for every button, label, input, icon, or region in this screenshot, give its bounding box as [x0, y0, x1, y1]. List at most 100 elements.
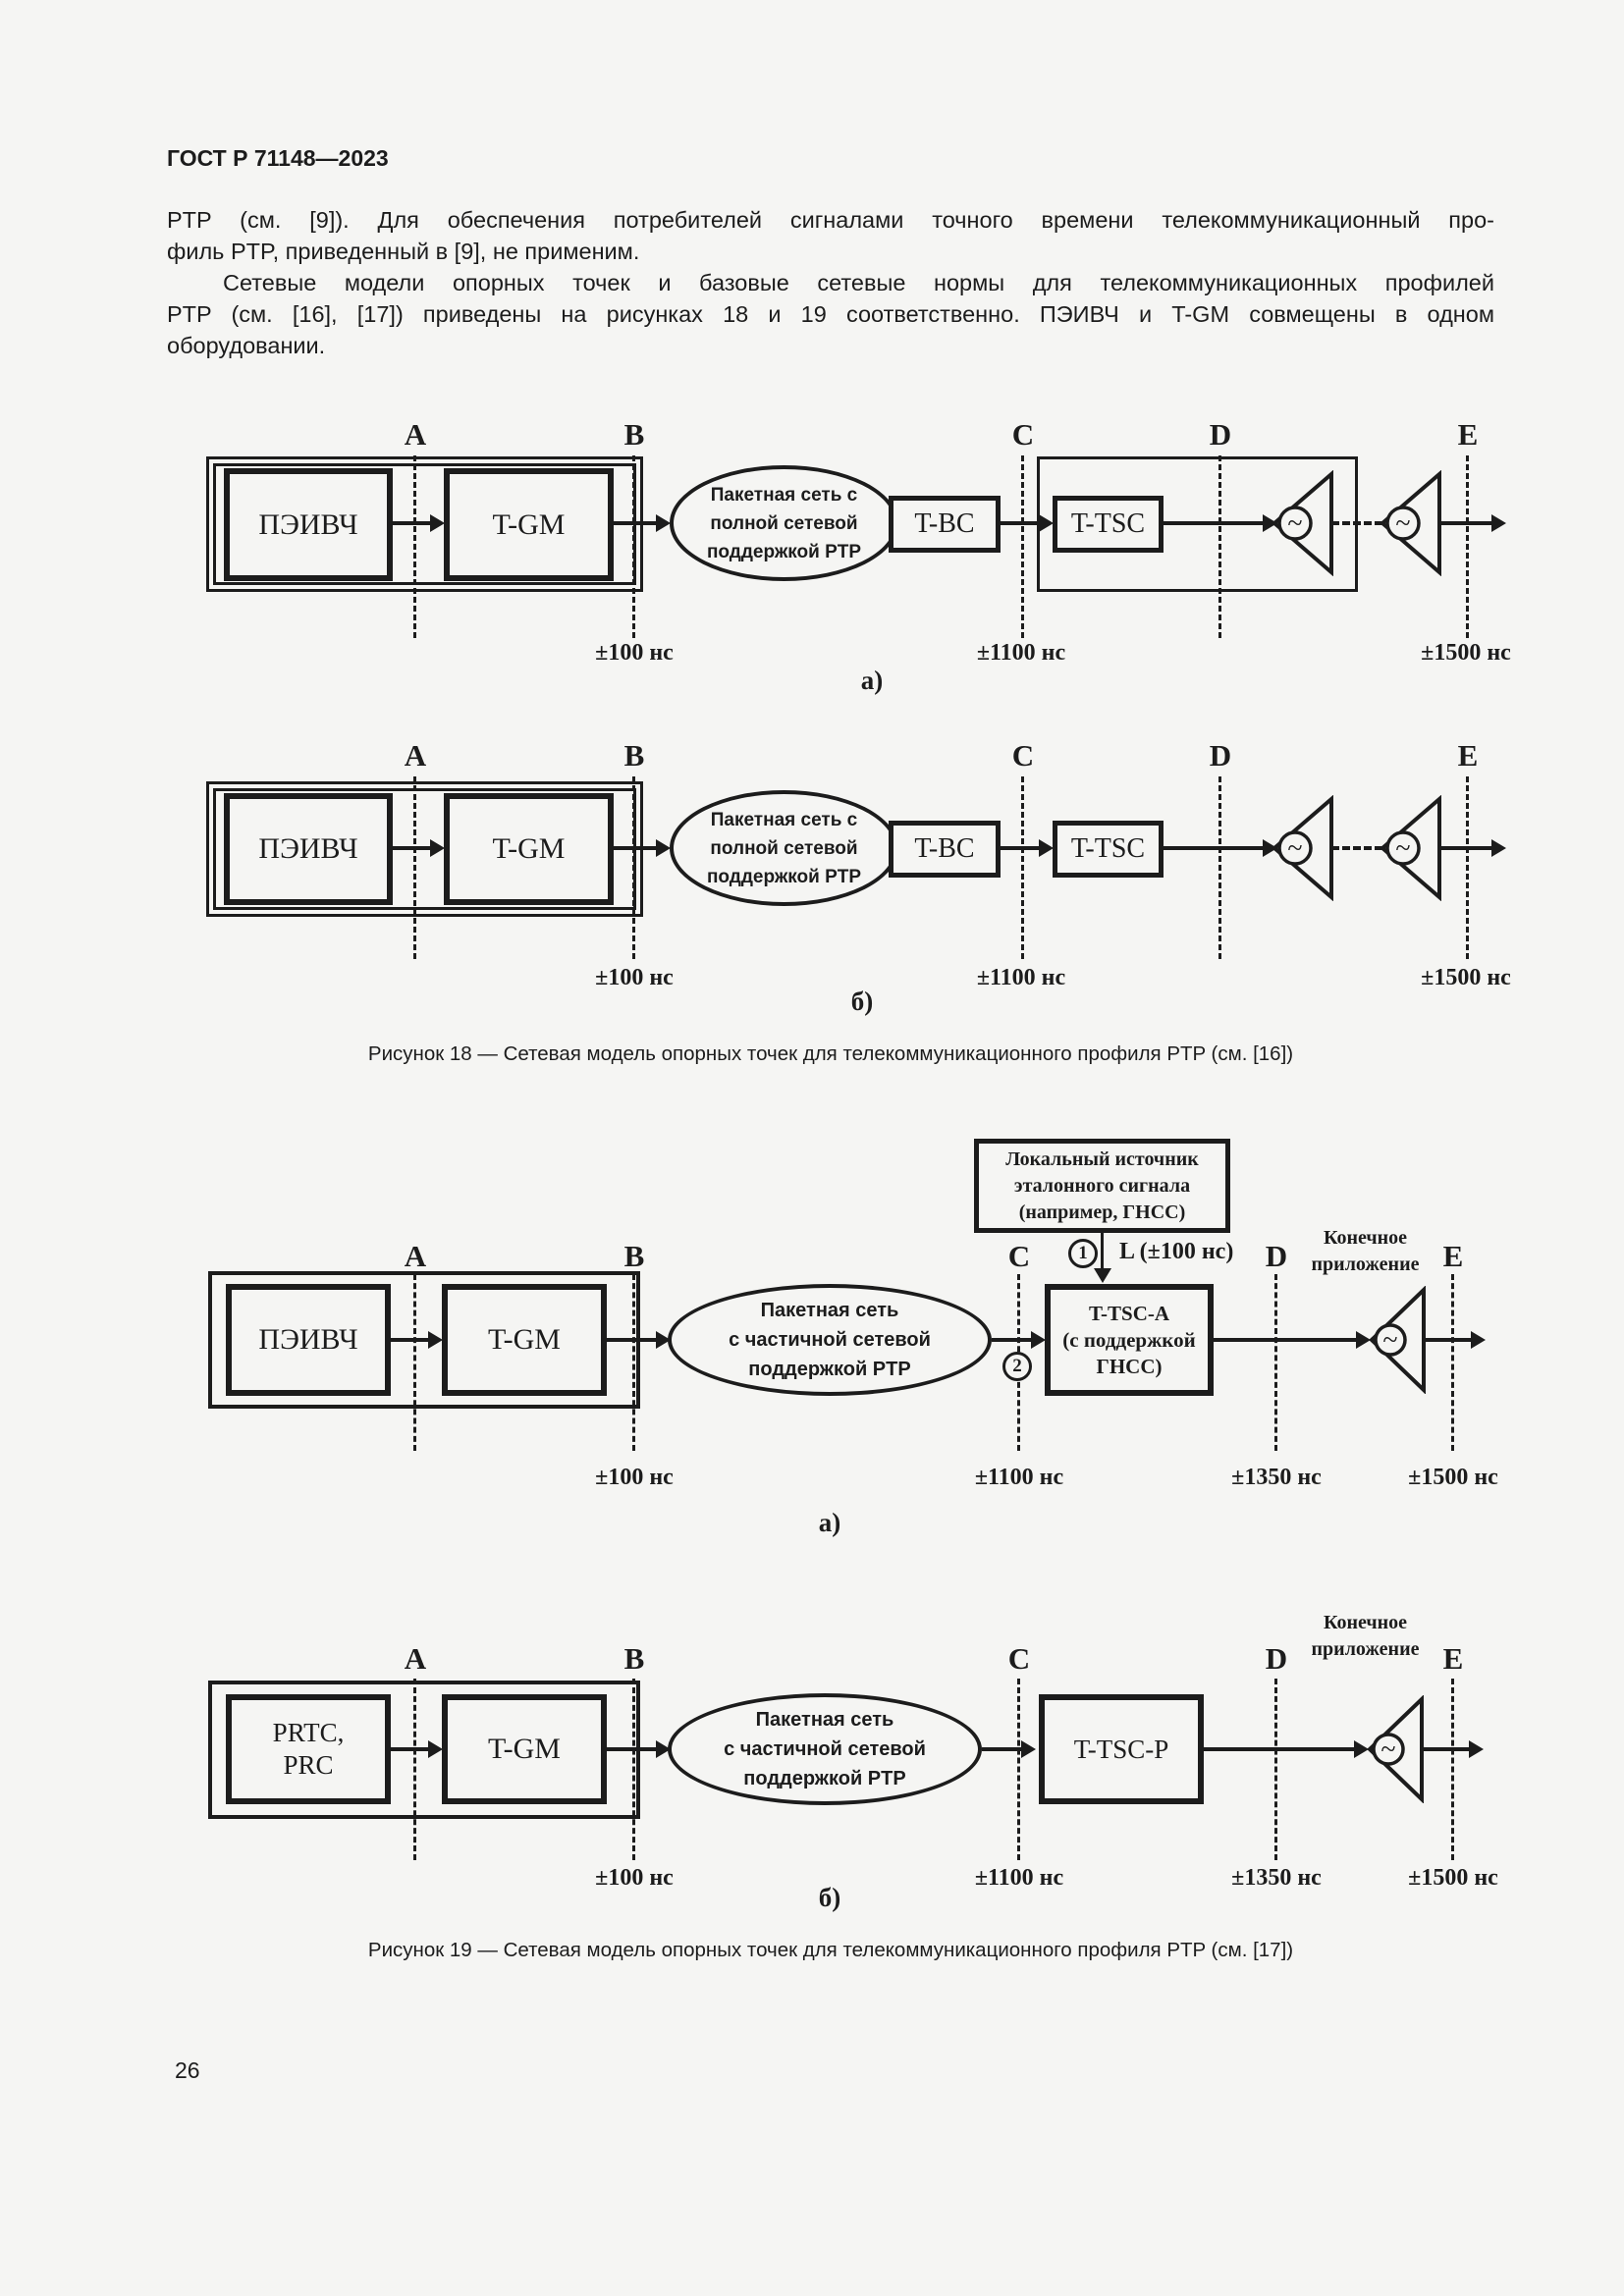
ref-letter-d: D — [1209, 417, 1232, 452]
arrow-line — [1439, 846, 1491, 850]
text-line: PTP (см. [9]). Для обеспечения потребите… — [167, 207, 1494, 233]
figure-19a: Локальный источник эталонного сигнала (н… — [0, 1119, 1624, 1541]
ref-letter-a: A — [404, 1641, 427, 1676]
subfigure-label-b: б) — [818, 1883, 841, 1912]
ref-letter-c: C — [1011, 738, 1035, 773]
packet-network-ellipse: Пакетная сеть с частичной сетевой поддер… — [668, 1284, 992, 1396]
clock-icon: ~ — [1369, 1286, 1426, 1394]
l-interface-label: L (±100 нс) — [1119, 1239, 1234, 1264]
ref-line-b — [632, 1274, 635, 1451]
limit-label-b: ±100 нс — [595, 640, 674, 666]
arrow-line — [614, 521, 658, 525]
arrowhead-down-icon — [1094, 1268, 1111, 1283]
ref-letter-c: C — [1007, 1239, 1031, 1273]
ref-letter-b: B — [623, 1641, 645, 1676]
ref-letter-d: D — [1209, 738, 1232, 773]
tbc-box: T-BC — [889, 496, 1001, 553]
arrow-line — [1439, 521, 1491, 525]
tilde-glyph: ~ — [1382, 1325, 1397, 1356]
ref-line-d — [1218, 455, 1221, 638]
clock-icon: ~ — [1380, 795, 1441, 901]
arrowhead-icon — [1039, 839, 1054, 857]
ref-line-c — [1021, 455, 1024, 638]
arrowhead-icon — [1491, 514, 1506, 532]
ref-letter-e: E — [1442, 1239, 1464, 1273]
page-number: 26 — [175, 2057, 200, 2083]
note-circle-1: 1 — [1068, 1239, 1098, 1268]
ref-letter-a: A — [404, 417, 427, 452]
end-application-label: Конечное приложение — [1311, 1612, 1420, 1660]
local-reference-source-box: Локальный источник эталонного сигнала (н… — [974, 1139, 1230, 1233]
packet-network-ellipse: Пакетная сеть с полной сетевой поддержко… — [670, 790, 898, 906]
arrow-line — [1001, 846, 1041, 850]
ref-letter-d: D — [1265, 1641, 1288, 1676]
tgm-box: T-GM — [442, 1694, 607, 1804]
arrow-line — [1204, 1747, 1354, 1751]
peivch-box: ПЭИВЧ — [224, 468, 393, 581]
ref-line-c — [1021, 776, 1024, 959]
text-line: PTP (см. [16], [17]) приведены на рисунк… — [167, 301, 1494, 327]
arrowhead-icon — [430, 514, 445, 532]
tilde-glyph: ~ — [1380, 1735, 1395, 1765]
peivch-box: ПЭИВЧ — [226, 1284, 391, 1396]
arrowhead-icon — [656, 514, 671, 532]
ref-line-e — [1466, 455, 1469, 638]
ref-letter-b: B — [623, 738, 645, 773]
arrow-line-down — [1101, 1231, 1104, 1268]
arrow-line — [1423, 1338, 1471, 1342]
limit-label-e: ±1500 нс — [1421, 640, 1511, 666]
clock-icon: ~ — [1380, 470, 1441, 576]
ref-line-e — [1451, 1679, 1454, 1860]
ref-line-a — [413, 1679, 416, 1860]
clock-icon: ~ — [1272, 470, 1333, 576]
limit-label-b: ±100 нс — [595, 1865, 674, 1891]
packet-network-ellipse: Пакетная сеть с частичной сетевой поддер… — [668, 1693, 982, 1805]
arrow-line — [607, 1338, 656, 1342]
figure-19-caption: Рисунок 19 — Сетевая модель опорных точе… — [367, 1939, 1294, 1961]
tilde-glyph: ~ — [1287, 508, 1302, 539]
arrowhead-icon — [1021, 1740, 1036, 1758]
peivch-box: ПЭИВЧ — [224, 793, 393, 905]
ref-letter-d: D — [1265, 1239, 1288, 1273]
ref-letter-e: E — [1442, 1641, 1464, 1676]
ref-line-e — [1451, 1274, 1454, 1451]
clock-icon: ~ — [1367, 1695, 1424, 1803]
figure-19b: Конечное приложение A B C D E PRTC, PRC … — [0, 1571, 1624, 1919]
subfigure-label-a: a) — [818, 1508, 841, 1537]
arrow-line — [1421, 1747, 1469, 1751]
tilde-glyph: ~ — [1395, 508, 1410, 539]
arrowhead-icon — [1263, 514, 1277, 532]
text-line: оборудовании. — [167, 333, 326, 358]
subfigure-label-a: a) — [860, 666, 884, 695]
limit-label-b: ±100 нс — [595, 1465, 674, 1490]
ref-letter-a: A — [404, 738, 427, 773]
arrow-line — [391, 1338, 428, 1342]
text-line: Сетевые модели опорных точек и базовые с… — [223, 270, 1494, 295]
arrow-line — [1164, 846, 1265, 850]
figure-18a: A B C D E ПЭИВЧ T-GM Пакетная сеть с пол… — [0, 412, 1624, 707]
dashed-link-line — [1331, 521, 1382, 525]
limit-label-c: ±1100 нс — [974, 1865, 1064, 1891]
arrowhead-icon — [1491, 839, 1506, 857]
arrowhead-icon — [1469, 1740, 1484, 1758]
text-line: филь PTP, приведенный в [9], не применим… — [167, 239, 640, 264]
prtc-box: PRTC, PRC — [226, 1694, 391, 1804]
arrowhead-icon — [430, 839, 445, 857]
ref-letter-e: E — [1457, 417, 1479, 452]
subfigure-label-b: б) — [850, 987, 874, 1016]
arrow-line — [1001, 521, 1041, 525]
arrow-line — [614, 846, 658, 850]
arrowhead-icon — [1471, 1331, 1486, 1349]
limit-label-d: ±1350 нс — [1231, 1465, 1322, 1490]
ref-line-a — [413, 776, 416, 959]
ttscp-box: T-TSC-P — [1039, 1694, 1204, 1804]
arrowhead-icon — [428, 1740, 443, 1758]
ref-line-d — [1274, 1274, 1277, 1451]
arrow-line — [1164, 521, 1265, 525]
clock-icon: ~ — [1272, 795, 1333, 901]
arrowhead-icon — [428, 1331, 443, 1349]
note-circle-2: 2 — [1002, 1352, 1032, 1381]
figure-18b: A B C D E ПЭИВЧ T-GM Пакетная сеть с пол… — [0, 721, 1624, 1016]
arrow-line — [391, 1747, 428, 1751]
arrowhead-icon — [1263, 839, 1277, 857]
